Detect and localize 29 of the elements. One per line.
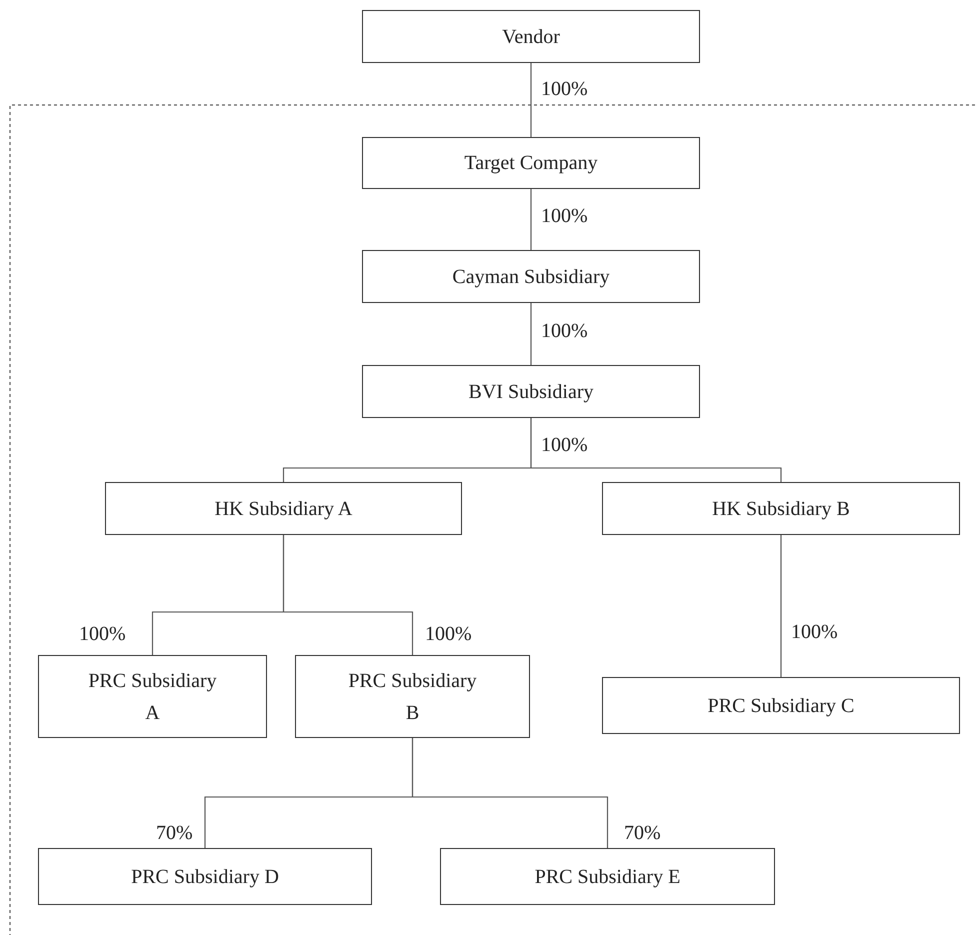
entity-name: PRC Subsidiary A [88,668,218,726]
entity-name: PRC Subsidiary D [131,864,279,890]
entity-box [362,365,700,418]
entity-box [362,137,700,189]
entity-box [602,677,960,734]
ownership-line [282,535,414,655]
entity-name: Vendor [502,24,560,50]
entity-name: HK Subsidiary B [712,496,850,522]
entity-box [602,482,960,535]
entity-name: Cayman Subsidiary [452,264,610,290]
entity-box [362,250,700,303]
ownership-line [530,418,782,482]
entity-box [362,10,700,63]
entity-name: Target Company [464,151,598,176]
ownership-line [530,303,532,365]
entity-name: PRC Subsidiary E [534,864,680,890]
entity-box [295,655,530,738]
entity-name: BVI Subsidiary [468,380,594,404]
entity-name: PRC Subsidiary C [708,694,854,718]
entity-box [440,848,775,905]
ownership-line [530,189,532,250]
entity-name: HK Subsidiary A [214,496,352,522]
entity-box [38,848,372,905]
ownership-line [530,63,532,137]
ownership-line [412,738,608,848]
entity-box [38,655,267,738]
entity-box [105,482,462,535]
entity-name: PRC Subsidiary B [348,668,478,726]
ownership-line [780,535,782,677]
